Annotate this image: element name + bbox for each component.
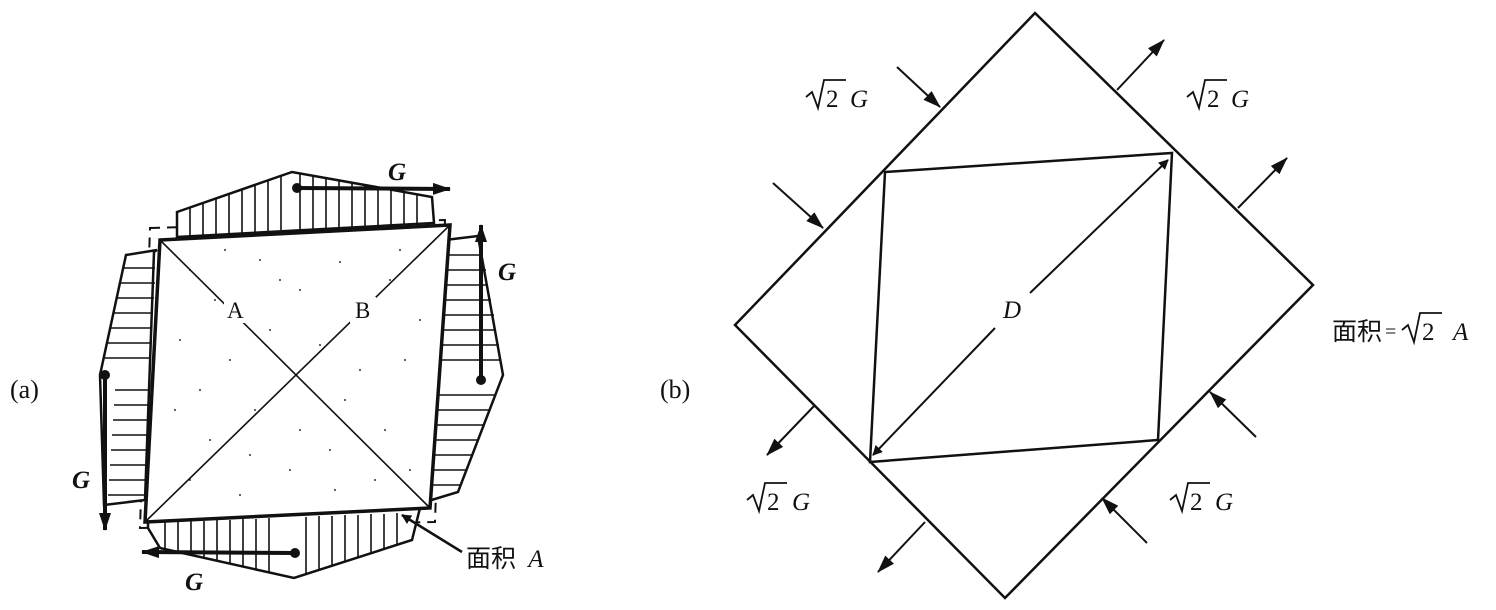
force-arrow-top bbox=[292, 182, 451, 195]
panel-b: D 2 G 2 G 2 G 2 G bbox=[660, 11, 1469, 600]
force-label-top-left: 2 G bbox=[805, 79, 868, 113]
diagonal-a bbox=[159, 239, 431, 509]
force-arrow-right bbox=[475, 224, 487, 385]
diagonal-label-b: B bbox=[355, 298, 370, 323]
force-label-bottom-left: 2 G bbox=[746, 482, 810, 516]
force-arrow-bottom bbox=[141, 546, 300, 559]
arrow-tension-top-right-1 bbox=[1116, 39, 1165, 91]
panel-a-label: (a) bbox=[10, 375, 39, 404]
diagonal-label-d: D bbox=[1002, 297, 1021, 324]
arrow-tension-top-right-2 bbox=[1237, 157, 1288, 209]
svg-text:G: G bbox=[1231, 86, 1249, 113]
svg-text:2: 2 bbox=[826, 86, 839, 113]
arrow-compression-bottom-right-2 bbox=[1101, 497, 1148, 544]
svg-text:=: = bbox=[1385, 321, 1396, 343]
force-label-bottom: G bbox=[185, 569, 203, 596]
area-pointer-arrow bbox=[401, 513, 463, 554]
force-arrow-left bbox=[99, 370, 111, 531]
svg-text:G: G bbox=[792, 489, 810, 516]
arrow-compression-top-left-2 bbox=[772, 182, 824, 229]
panel-a: A B G G G G 面积 A (a) bbox=[10, 159, 544, 596]
svg-text:2: 2 bbox=[1190, 489, 1203, 516]
force-label-top-right: 2 G bbox=[1186, 79, 1249, 113]
force-label-top: G bbox=[388, 159, 406, 186]
diagonal-label-a: A bbox=[227, 298, 244, 323]
svg-text:A: A bbox=[1451, 319, 1469, 346]
outer-diamond bbox=[733, 11, 1315, 600]
arrow-tension-bottom-left-2 bbox=[877, 521, 926, 573]
force-label-right: G bbox=[498, 259, 516, 286]
force-label-bottom-right: 2 G bbox=[1169, 482, 1233, 516]
svg-text:G: G bbox=[850, 86, 868, 113]
area-formula: 面积 = 2 A bbox=[1332, 312, 1469, 346]
diagonal-d bbox=[872, 159, 1169, 456]
svg-text:2: 2 bbox=[1422, 319, 1435, 346]
stipple-texture bbox=[174, 249, 421, 496]
svg-text:面积: 面积 bbox=[1332, 318, 1382, 346]
svg-text:2: 2 bbox=[1207, 86, 1220, 113]
panel-b-label: (b) bbox=[660, 375, 690, 404]
diagonal-b bbox=[144, 224, 451, 523]
arrow-compression-top-left-1 bbox=[896, 66, 941, 108]
svg-text:2: 2 bbox=[767, 489, 780, 516]
arrow-compression-bottom-right-1 bbox=[1209, 391, 1257, 438]
stress-block-bottom bbox=[146, 506, 422, 580]
area-label: 面积 A bbox=[466, 545, 544, 573]
svg-text:G: G bbox=[1215, 489, 1233, 516]
force-label-left: G bbox=[72, 467, 90, 494]
inner-square bbox=[868, 151, 1174, 464]
arrow-tension-bottom-left-1 bbox=[766, 404, 816, 456]
